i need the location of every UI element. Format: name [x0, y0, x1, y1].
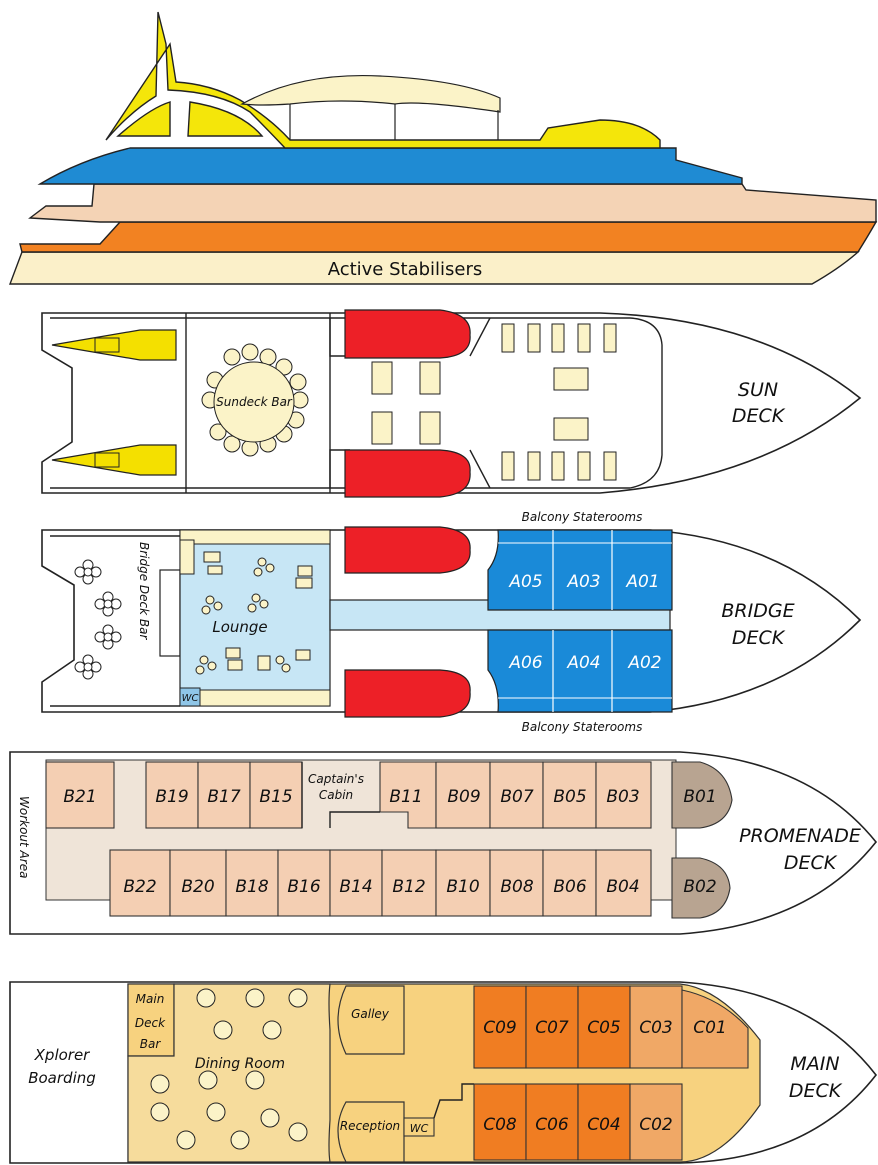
balcony-block-top — [487, 529, 673, 611]
cabin-c03[interactable]: C03 — [639, 1018, 673, 1038]
cabin-c06[interactable]: C06 — [535, 1115, 569, 1135]
main-deck-title-line1: MAIN — [790, 1053, 839, 1075]
bridge-lifeboat-top — [344, 526, 471, 574]
sun-deck-title-line1: SUN — [738, 379, 778, 401]
bridge-wc — [179, 687, 201, 707]
balcony-block-bottom — [487, 629, 673, 713]
sun-deck: Sundeck Bar SUN DECK — [41, 309, 862, 498]
lifeboat-top — [344, 309, 471, 359]
cabin-c07[interactable]: C07 — [535, 1018, 569, 1038]
main-cabins-bottom — [473, 1083, 683, 1161]
bridge-deck-bar-label: Bridge Deck Bar — [137, 542, 151, 641]
cabin-b21[interactable]: B21 — [63, 787, 96, 807]
tender-boat-top — [51, 329, 177, 361]
cabin-c04[interactable]: C04 — [587, 1115, 621, 1135]
cabin-b16[interactable]: B16 — [287, 877, 320, 897]
balcony-staterooms-bottom-label: Balcony Staterooms — [522, 720, 643, 734]
mast-structure — [105, 11, 661, 149]
balcony-staterooms-top-label: Balcony Staterooms — [522, 510, 643, 524]
boarding-line2: Boarding — [28, 1069, 96, 1087]
main-deck-title-line2: DECK — [789, 1080, 843, 1102]
stabilisers-label: Active Stabilisers — [328, 259, 483, 280]
cabin-a02[interactable]: A02 — [627, 653, 661, 673]
galley-label: Galley — [351, 1007, 390, 1021]
lifeboat-bottom — [344, 449, 471, 498]
hull-top-band — [37, 147, 743, 185]
cabin-b19[interactable]: B19 — [155, 787, 188, 807]
galley — [337, 985, 405, 1055]
sundeck-bar-table: Sundeck Bar — [201, 343, 309, 457]
main-wc — [403, 1117, 435, 1137]
captains-cabin-line1: Captain's — [308, 772, 364, 786]
cabin-a01[interactable]: A01 — [625, 572, 659, 592]
bridge-bar-seating — [74, 559, 122, 680]
cabin-b08[interactable]: B08 — [500, 877, 533, 897]
cabin-b02[interactable]: B02 — [683, 877, 716, 897]
main-deck-bar — [127, 983, 175, 1057]
promenade-cabins-bottom — [109, 849, 731, 919]
hull-mid-band — [19, 221, 878, 253]
cabin-b09[interactable]: B09 — [447, 787, 480, 807]
cabin-a05[interactable]: A05 — [508, 572, 542, 592]
cabin-b12[interactable]: B12 — [392, 877, 425, 897]
reception-label: Reception — [340, 1119, 400, 1133]
cabin-a06[interactable]: A06 — [508, 653, 542, 673]
reception — [337, 1101, 405, 1163]
cabin-b06[interactable]: B06 — [553, 877, 586, 897]
cabin-c05[interactable]: C05 — [587, 1018, 621, 1038]
lounge-furniture — [195, 551, 313, 675]
awning — [240, 74, 501, 113]
sun-deck-tables — [371, 323, 617, 481]
cabin-c01[interactable]: C01 — [693, 1018, 727, 1038]
captains-cabin-line2: Cabin — [319, 788, 353, 802]
tender-boat-bottom — [51, 444, 177, 476]
main-wc-label: WC — [410, 1122, 429, 1135]
bridge-deck-title-line2: DECK — [732, 627, 786, 649]
lounge-label: Lounge — [212, 618, 267, 636]
cabin-b10[interactable]: B10 — [446, 877, 479, 897]
cabin-b18[interactable]: B18 — [235, 877, 268, 897]
cabin-b20[interactable]: B20 — [181, 877, 214, 897]
cabin-b22[interactable]: B22 — [123, 877, 156, 897]
cabin-b04[interactable]: B04 — [606, 877, 639, 897]
cabin-b17[interactable]: B17 — [207, 787, 240, 807]
promenade-deck-title-line1: PROMENADE — [739, 825, 861, 847]
promenade-cabins-top — [45, 761, 733, 829]
cabin-b14[interactable]: B14 — [339, 877, 372, 897]
hull-upper-band — [28, 183, 877, 223]
cabin-b05[interactable]: B05 — [553, 787, 586, 807]
sun-deck-title-line2: DECK — [732, 405, 786, 427]
main-cabins-top — [473, 985, 749, 1069]
sundeck-bar-label: Sundeck Bar — [216, 395, 293, 409]
cabin-a04[interactable]: A04 — [566, 653, 600, 673]
main-deck-bar-line3: Bar — [140, 1037, 162, 1051]
bridge-deck: Balcony Staterooms Bridge Deck Bar WC Lo… — [41, 510, 862, 734]
cabin-b15[interactable]: B15 — [259, 787, 292, 807]
bridge-lifeboat-bottom — [344, 669, 471, 718]
main-deck-bar-line2: Deck — [135, 1016, 166, 1030]
cabin-b11[interactable]: B11 — [389, 787, 422, 807]
dining-tables — [150, 988, 308, 1150]
cabin-a03[interactable]: A03 — [566, 572, 600, 592]
promenade-deck: Workout Area Captain's Cabin B21 B19 B17… — [9, 751, 878, 935]
workout-area-label: Workout Area — [17, 796, 31, 878]
cabin-c02[interactable]: C02 — [639, 1115, 673, 1135]
boarding-line1: Xplorer — [34, 1046, 91, 1064]
bridge-wc-label: WC — [182, 693, 199, 704]
cabin-b07[interactable]: B07 — [500, 787, 533, 807]
main-deck: Main Deck Bar Dining Room Galley Recepti… — [9, 981, 878, 1164]
bridge-deck-title-line1: BRIDGE — [721, 600, 794, 622]
cabin-b03[interactable]: B03 — [606, 787, 639, 807]
main-deck-bar-line1: Main — [136, 992, 165, 1006]
cabin-c09[interactable]: C09 — [483, 1018, 517, 1038]
cabin-b01[interactable]: B01 — [683, 787, 716, 807]
cabin-c08[interactable]: C08 — [483, 1115, 517, 1135]
ship-elevation: Active Stabilisers — [8, 11, 878, 285]
promenade-deck-title-line2: DECK — [784, 852, 838, 874]
dining-room-label: Dining Room — [195, 1056, 285, 1072]
